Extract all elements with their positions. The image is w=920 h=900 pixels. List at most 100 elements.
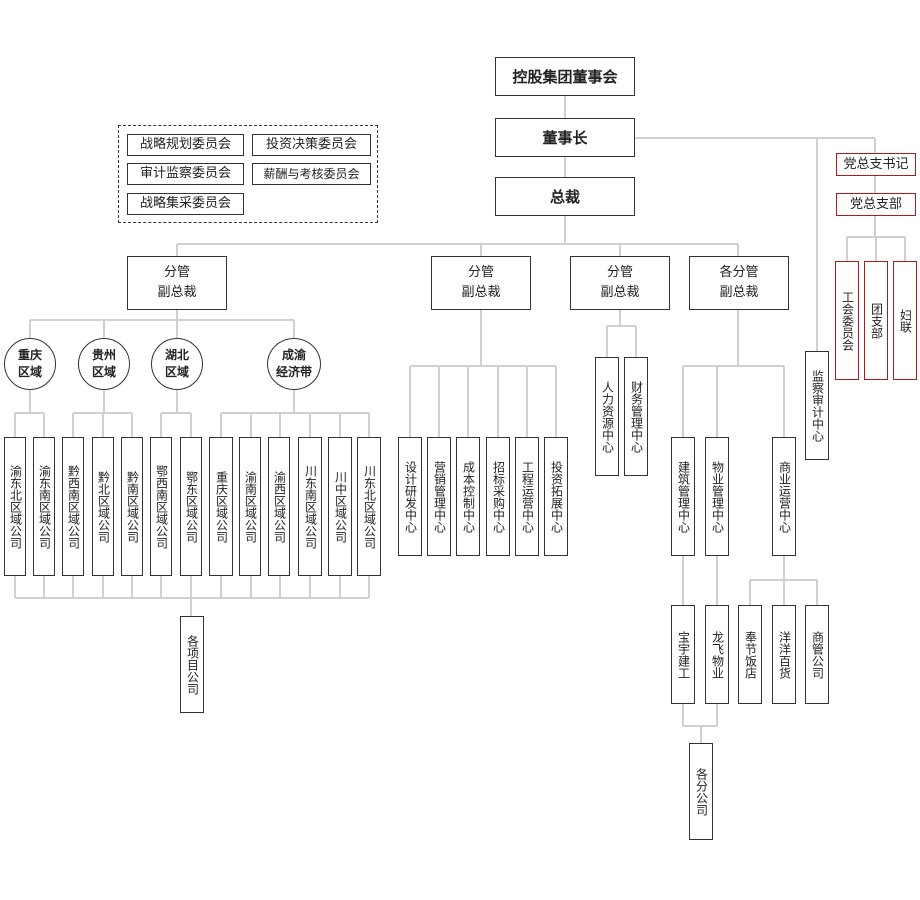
committee-label: 战略规划委员会 (139, 137, 231, 152)
region-line2: 区域 (91, 365, 116, 379)
committee-audit-supervision: 审计监察委员会 (127, 163, 244, 185)
president-label: 总裁 (549, 188, 580, 206)
subsidiary-commercial-mgmt: 商管公司 (805, 605, 829, 704)
subsidiary-construction: 宝宇建工 (671, 605, 695, 704)
party-branch-box: 党总支部 (836, 193, 916, 216)
committee-compensation: 薪酬与考核委员会 (252, 163, 371, 185)
subsidiary-label: 龙飞物业 (710, 630, 725, 679)
subsidiary-hotel: 奉节饭店 (738, 605, 762, 704)
regional-company: 渝东南区域公司 (33, 437, 55, 576)
center-hr: 人力资源中心 (595, 357, 619, 476)
subsidiary-label: 奉节饭店 (743, 630, 758, 679)
regional-company-label: 渝东南区域公司 (37, 464, 52, 549)
region-line1: 成渝 (281, 348, 306, 362)
region-hubei: 湖北区域 (151, 338, 203, 390)
region-line2: 区域 (164, 365, 189, 379)
regional-company: 鄂西南区域公司 (150, 437, 172, 576)
regional-company-label: 渝西区域公司 (272, 470, 287, 543)
regional-company: 渝东北区域公司 (4, 437, 26, 576)
region-line2: 区域 (17, 365, 42, 379)
vp-line2: 副总裁 (600, 285, 640, 300)
regional-company: 黔北区域公司 (92, 437, 114, 576)
subsidiary-label: 商管公司 (810, 630, 825, 679)
chairman-label: 董事长 (542, 129, 588, 147)
youth-league-box: 团支部 (864, 261, 888, 380)
regional-company-label: 黔西南区域公司 (66, 464, 81, 549)
vp-line2: 副总裁 (719, 285, 759, 300)
center-property: 物业管理中心 (705, 437, 729, 556)
committee-label: 审计监察委员会 (139, 166, 231, 181)
regional-company: 川中区域公司 (328, 437, 352, 576)
center-label: 人力资源中心 (600, 380, 615, 453)
party-secretary-label: 党总支书记 (843, 156, 909, 172)
region-line1: 重庆 (17, 348, 42, 362)
center-design: 设计研发中心 (398, 437, 422, 556)
center-cost: 成本控制中心 (456, 437, 480, 556)
party-secretary-box: 党总支书记 (836, 153, 916, 176)
region-chongqing: 重庆区域 (4, 338, 56, 390)
project-companies-box: 各项目公司 (180, 616, 204, 713)
center-engineering: 工程运营中心 (515, 437, 539, 556)
center-marketing: 营销管理中心 (427, 437, 451, 556)
regional-company-label: 渝东北区域公司 (8, 464, 23, 549)
regional-company: 重庆区域公司 (209, 437, 233, 576)
youth-league-label: 团支部 (869, 302, 884, 339)
vp-box-hr-finance: 分管副总裁 (570, 256, 670, 310)
center-investment: 投资拓展中心 (544, 437, 568, 556)
center-finance: 财务管理中心 (624, 357, 648, 476)
vp-line1: 分管 (606, 265, 633, 280)
vp-box-operations: 分管副总裁 (431, 256, 531, 310)
regional-company-label: 渝南区域公司 (243, 470, 258, 543)
board-label: 控股集团董事会 (512, 68, 618, 86)
center-label: 营销管理中心 (432, 460, 447, 533)
committee-label: 投资决策委员会 (265, 137, 357, 152)
committee-strategy-planning: 战略规划委员会 (127, 134, 244, 156)
center-label: 财务管理中心 (629, 380, 644, 453)
center-label: 工程运营中心 (520, 460, 535, 533)
center-label: 招标采购中心 (491, 460, 506, 533)
regional-company: 渝西区域公司 (268, 437, 290, 576)
center-label: 商业运营中心 (777, 460, 792, 533)
committee-procurement: 战略集采委员会 (127, 193, 244, 215)
project-companies-label: 各项目公司 (185, 634, 200, 695)
vp-box-business: 各分管副总裁 (689, 256, 789, 310)
region-line1: 贵州 (91, 348, 116, 362)
center-label: 物业管理中心 (710, 460, 725, 533)
region-chengyu: 成渝经济带 (267, 338, 321, 390)
vp-line2: 副总裁 (461, 285, 501, 300)
womens-federation-label: 妇联 (898, 308, 913, 333)
vp-line2: 副总裁 (157, 285, 197, 300)
committees-group (118, 125, 378, 223)
audit-center-label: 监察审计中心 (810, 369, 825, 442)
center-commercial: 商业运营中心 (772, 437, 796, 556)
womens-federation-box: 妇联 (893, 261, 917, 380)
subsidiary-property: 龙飞物业 (705, 605, 729, 704)
audit-center-box: 监察审计中心 (805, 351, 829, 460)
center-label: 成本控制中心 (461, 460, 476, 533)
regional-company-label: 重庆区域公司 (214, 470, 229, 543)
subsidiary-department-store: 洋洋百货 (772, 605, 796, 704)
regional-company-label: 鄂西南区域公司 (154, 464, 169, 549)
chairman-box: 董事长 (495, 118, 635, 157)
regional-company: 渝南区域公司 (239, 437, 261, 576)
region-line2: 经济带 (275, 365, 312, 379)
region-guizhou: 贵州区域 (78, 338, 130, 390)
union-committee-box: 工会委员会 (835, 261, 859, 380)
party-branch-label: 党总支部 (849, 196, 902, 212)
committee-investment-decision: 投资决策委员会 (252, 134, 371, 156)
center-label: 设计研发中心 (403, 460, 418, 533)
regional-company: 黔西南区域公司 (62, 437, 84, 576)
union-label: 工会委员会 (840, 290, 855, 351)
center-label: 建筑管理中心 (676, 460, 691, 533)
regional-company-label: 黔南区域公司 (125, 470, 140, 543)
regional-company-label: 川中区域公司 (333, 470, 348, 543)
regional-company-label: 川东北区域公司 (362, 464, 377, 549)
committee-label: 战略集采委员会 (139, 196, 231, 211)
region-line1: 湖北 (164, 348, 189, 362)
subsidiary-label: 宝宇建工 (676, 630, 691, 679)
regional-company-label: 黔北区域公司 (96, 470, 111, 543)
vp-line1: 分管 (163, 265, 190, 280)
branch-companies-box: 各分公司 (689, 743, 713, 840)
regional-company-label: 鄂东区域公司 (184, 470, 199, 543)
